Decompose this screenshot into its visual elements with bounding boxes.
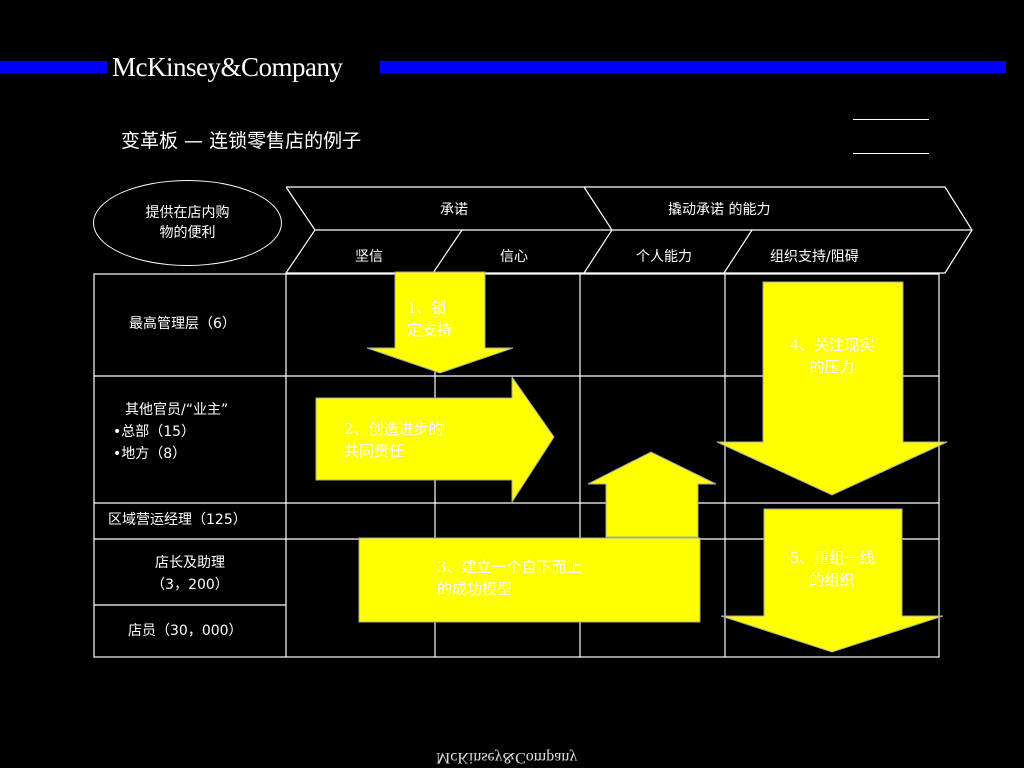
- chevron-divider-sub1: [432, 229, 463, 274]
- yellow-arrows: [315, 271, 948, 653]
- goal-oval: 提供在店内购 物的便利: [93, 180, 282, 266]
- arrow-1-label: 1、锁 定支持: [407, 299, 453, 339]
- subheader-personal-ability: 个人能力: [636, 249, 692, 265]
- subheader-org-support: 组织支持/阻碍: [770, 249, 859, 265]
- row-label-text: 其他官员/“业主”: [125, 402, 229, 418]
- title-rule-top: [853, 119, 929, 120]
- arrow-5-label: 5、重组一线 的组织: [789, 549, 875, 589]
- title-rule-bottom: [853, 153, 929, 154]
- arrow-3-up-stem: [587, 451, 717, 538]
- row-label-top-management: 最高管理层（6）: [129, 313, 236, 335]
- header-commitment: 承诺: [440, 202, 468, 218]
- grid-outer: [93, 273, 940, 658]
- footer-logo-mirrored: McKinsey&Company: [436, 749, 578, 766]
- row-label-text: •地方（8）: [113, 446, 187, 462]
- row-label-text: 店长及助理: [155, 555, 225, 571]
- chevron-divider-commit: [583, 186, 613, 274]
- row-label-other-officers: 其他官员/“业主” •总部（15） •地方（8）: [113, 399, 228, 465]
- header-leverage-ability: 撬动承诺 的能力: [668, 202, 771, 218]
- arrow-4-down: [716, 281, 948, 496]
- arrow-3-body: [358, 537, 701, 623]
- arrow-3-label: 3、建立一个自下而上 的成功模型: [437, 558, 582, 598]
- row-label-store-managers: 店长及助理 （3，200）: [94, 552, 286, 596]
- arrow-2-label: 2、创造进步的 共同责任: [344, 420, 444, 460]
- company-logo: McKinsey&Company: [112, 52, 343, 82]
- subheader-conviction: 坚信: [355, 249, 383, 265]
- page-title: 变革板 — 连锁零售店的例子: [121, 130, 362, 152]
- brand-bar-right: [380, 61, 1006, 73]
- row-label-text: 最高管理层（6）: [129, 316, 236, 332]
- subheader-confidence: 信心: [500, 249, 528, 265]
- arrow-1-down: [366, 271, 514, 374]
- arrow-4-label: 4、关注现实 的压力: [789, 336, 875, 376]
- header-chevrons: [284, 186, 973, 274]
- row-label-regional-managers: 区域营运经理（125）: [108, 509, 247, 531]
- row-label-text: 店员（30，000）: [128, 623, 243, 639]
- arrow-2-right: [315, 375, 555, 504]
- arrow-5-down: [720, 508, 944, 653]
- chevron-divider-sub3: [723, 229, 753, 274]
- row-label-text: 区域营运经理（125）: [108, 512, 247, 528]
- row-label-text: （3，200）: [151, 577, 229, 593]
- row-label-text: •总部（15）: [113, 424, 196, 440]
- brand-bar-left: [0, 61, 107, 73]
- row-label-store-staff: 店员（30，000）: [128, 620, 243, 642]
- goal-oval-text: 提供在店内购 物的便利: [145, 205, 230, 241]
